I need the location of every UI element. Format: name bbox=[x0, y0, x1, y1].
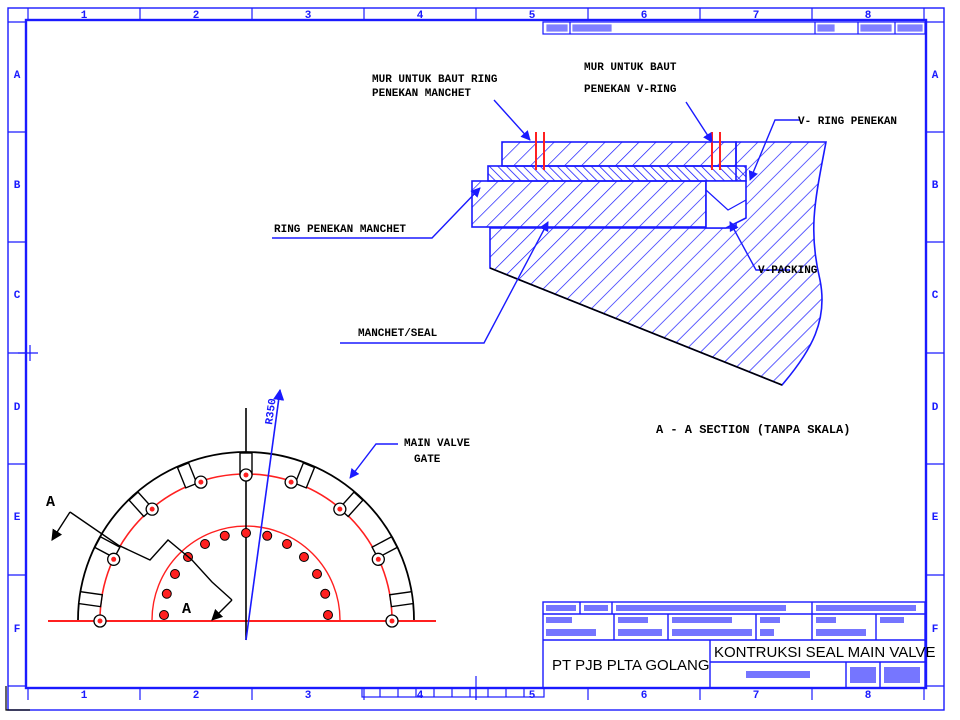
gate-bolt-inner bbox=[161, 588, 172, 599]
centring-marks bbox=[18, 345, 484, 700]
zone-col-bottom-2: 2 bbox=[193, 690, 200, 702]
gate-rim-slot bbox=[388, 590, 414, 608]
zone-row-right-C: C bbox=[932, 290, 939, 302]
zone-row-left-B: B bbox=[14, 180, 21, 192]
label-v-ring-penekan: V- RING PENEKAN bbox=[798, 116, 897, 128]
zone-col-top-5: 5 bbox=[529, 10, 536, 22]
bottom-scale-boxes bbox=[361, 687, 545, 698]
gate-bolt-outer-center bbox=[111, 556, 117, 562]
label-gate: GATE bbox=[414, 454, 441, 466]
gate-bolt-outer-center bbox=[337, 506, 343, 512]
gate-rim-slot bbox=[93, 535, 121, 559]
label-mur-v-ring-2: PENEKAN V-RING bbox=[584, 84, 677, 96]
gate-rim-slot bbox=[176, 462, 198, 489]
label-manchet-seal: MANCHET/SEAL bbox=[358, 328, 438, 340]
section-mark-right: A bbox=[182, 601, 191, 618]
zone-row-right-B: B bbox=[932, 180, 939, 192]
gate-bolt-inner bbox=[241, 528, 251, 538]
gate-bolt-inner bbox=[200, 538, 210, 549]
title-block-company: PT PJB PLTA GOLANG bbox=[552, 657, 710, 674]
zone-col-top-1: 1 bbox=[81, 10, 88, 22]
gate-bolt-inner bbox=[298, 552, 309, 563]
gate-bolt-outer-center bbox=[243, 472, 249, 478]
gate-bolt-inner bbox=[262, 530, 273, 541]
gate-bolt-inner bbox=[312, 569, 323, 579]
label-mur-ring-manchet-1: MUR UNTUK BAUT RING bbox=[372, 74, 498, 86]
zone-row-left-E: E bbox=[14, 512, 21, 524]
zone-row-right-D: D bbox=[932, 402, 939, 414]
top-ring-plate bbox=[501, 141, 737, 167]
label-mur-ring-manchet-2: PENEKAN MANCHET bbox=[372, 88, 471, 100]
zone-row-left-F: F bbox=[14, 624, 21, 636]
gate-bolt-inner bbox=[159, 610, 169, 620]
label-ring-penekan-manchet: RING PENEKAN MANCHET bbox=[274, 224, 406, 236]
zone-col-bottom-6: 6 bbox=[641, 690, 648, 702]
revision-strip bbox=[542, 21, 926, 35]
zone-col-top-3: 3 bbox=[305, 10, 312, 22]
gate-bolt-outer-center bbox=[97, 618, 103, 624]
zone-col-top-8: 8 bbox=[865, 10, 872, 22]
gate-bolt-outer-center bbox=[149, 506, 155, 512]
title-block-title: KONTRUKSI SEAL MAIN VALVE bbox=[714, 644, 935, 661]
gate-rim-slot bbox=[78, 590, 104, 608]
seal-strip bbox=[487, 165, 747, 182]
zone-col-top-6: 6 bbox=[641, 10, 648, 22]
title-block-fine-print bbox=[546, 605, 920, 683]
zone-row-right-A: A bbox=[932, 70, 939, 82]
gate-bolt-inner bbox=[169, 569, 180, 579]
zone-row-left-C: C bbox=[14, 290, 21, 302]
zone-row-left-D: D bbox=[14, 402, 21, 414]
zone-col-top-4: 4 bbox=[417, 10, 424, 22]
zone-col-bottom-7: 7 bbox=[753, 690, 760, 702]
gate-bolt-outer-center bbox=[389, 618, 395, 624]
gate-bolt-inner bbox=[320, 588, 331, 599]
radius-dimension: R350 bbox=[264, 398, 280, 426]
section-view: MUR UNTUK BAUT RING PENEKAN MANCHET MUR … bbox=[272, 62, 897, 437]
zone-col-bottom-3: 3 bbox=[305, 690, 312, 702]
section-caption: A - A SECTION (TANPA SKALA) bbox=[656, 423, 850, 437]
section-mark-left: A bbox=[46, 494, 55, 511]
label-main-valve: MAIN VALVE bbox=[404, 438, 470, 450]
gate-bolt-outer-center bbox=[375, 556, 381, 562]
zone-row-right-E: E bbox=[932, 512, 939, 524]
label-mur-v-ring-1: MUR UNTUK BAUT bbox=[584, 62, 677, 74]
gate-bolt-outer-center bbox=[288, 479, 294, 485]
gate-bolt-inner bbox=[282, 538, 292, 549]
gate-half-view: R350 A A MAIN VALVE GATE bbox=[46, 388, 470, 641]
drawing-frame bbox=[5, 7, 945, 711]
gate-bolts-outer bbox=[93, 468, 399, 628]
v-packing-block bbox=[705, 180, 747, 229]
zone-row-right-F: F bbox=[932, 624, 939, 636]
zone-col-bottom-5: 5 bbox=[529, 690, 536, 702]
zone-col-top-7: 7 bbox=[753, 10, 760, 22]
zone-col-bottom-4: 4 bbox=[417, 690, 424, 702]
zone-col-bottom-8: 8 bbox=[865, 690, 872, 702]
ring-penekan-manchet bbox=[471, 180, 707, 228]
gate-bolt-inner bbox=[323, 610, 333, 620]
gate-bolt-inner bbox=[219, 530, 230, 541]
gate-bolts-inner bbox=[159, 528, 333, 620]
gate-rim-slot bbox=[294, 462, 316, 489]
zone-col-bottom-1: 1 bbox=[81, 690, 88, 702]
zone-row-left-A: A bbox=[14, 70, 21, 82]
gate-bolt-outer-center bbox=[198, 479, 204, 485]
zone-col-top-2: 2 bbox=[193, 10, 200, 22]
label-v-packing: V-PACKING bbox=[758, 265, 818, 277]
title-block: PT PJB PLTA GOLANG KONTRUKSI SEAL MAIN V… bbox=[542, 601, 935, 689]
gate-rim-slot bbox=[371, 535, 399, 559]
